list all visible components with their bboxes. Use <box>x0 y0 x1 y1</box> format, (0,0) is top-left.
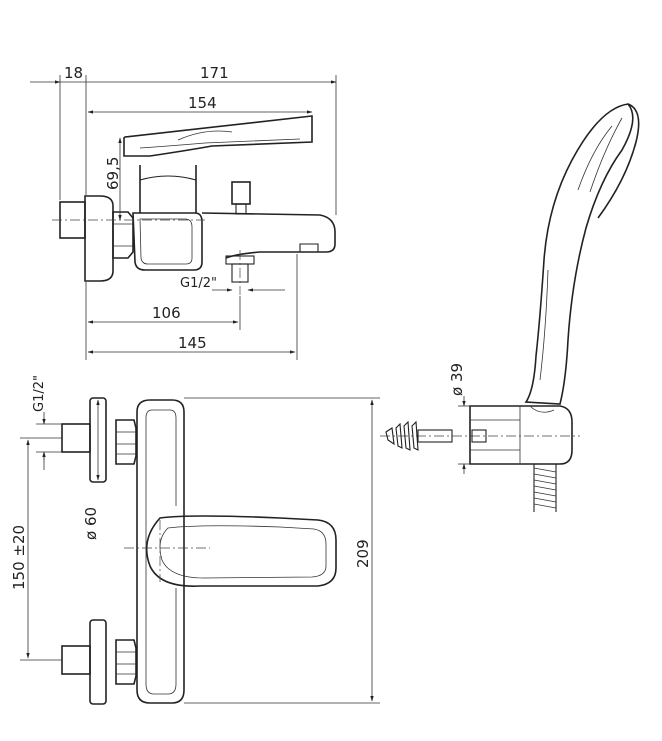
dim-150: 150 ±20 <box>10 525 28 590</box>
side-view: 18 171 154 69,5 G1/2" 106 145 <box>30 64 337 360</box>
dim-g12-inlet: G1/2" <box>32 375 47 412</box>
dim-69-5: 69,5 <box>104 157 122 190</box>
front-body <box>136 399 185 704</box>
front-rosette-bottom <box>89 619 107 705</box>
front-lever <box>145 515 337 587</box>
front-nut-top <box>115 419 137 465</box>
hand-shower-head <box>597 103 640 219</box>
shower-hose <box>533 464 557 512</box>
side-nut <box>112 211 134 259</box>
side-lever <box>123 115 313 157</box>
front-inlet-bottom <box>61 645 91 675</box>
dim-171: 171 <box>200 64 229 82</box>
dim-39: ø 39 <box>448 363 466 396</box>
dim-60: ø 60 <box>82 507 100 540</box>
dim-209: 209 <box>354 539 372 568</box>
shower-holder <box>469 405 573 465</box>
side-diverter-knob <box>231 181 251 205</box>
dim-106: 106 <box>152 304 181 322</box>
side-body <box>132 212 203 271</box>
dim-18: 18 <box>64 64 83 82</box>
hand-shower-view: ø 39 <box>380 103 640 512</box>
hand-shower-handle <box>524 103 634 405</box>
side-spout <box>201 212 336 259</box>
wall-plug <box>417 429 453 443</box>
front-inlet-top <box>61 423 91 453</box>
dim-145: 145 <box>178 334 207 352</box>
dim-154: 154 <box>188 94 217 112</box>
front-nut-bottom <box>115 639 137 685</box>
front-rosette-top <box>89 397 107 483</box>
dim-g12-outlet: G1/2" <box>180 276 217 291</box>
front-view: G1/2" 150 ±20 ø 60 209 <box>10 375 380 705</box>
side-rosette <box>84 195 114 282</box>
